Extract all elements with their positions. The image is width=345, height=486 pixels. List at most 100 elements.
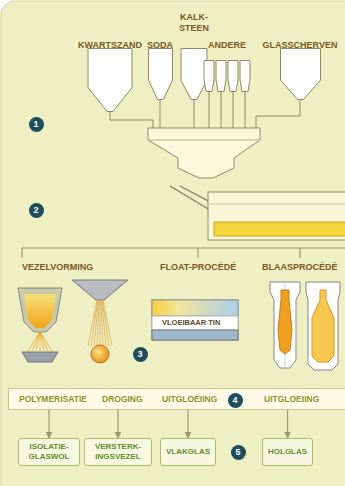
- illustration-part: [103, 300, 112, 346]
- illustration-part: [94, 300, 99, 346]
- illustration-part: [22, 247, 345, 248]
- product-box: VERSTERK- INGSVEZEL: [84, 438, 152, 466]
- callout-number: 4: [228, 393, 243, 408]
- blow-molds: [270, 282, 340, 370]
- mixer-hopper: [148, 128, 260, 178]
- illustration-part: [88, 300, 112, 346]
- illustration-part: [312, 290, 334, 362]
- molten-glass: [214, 222, 345, 236]
- product-label: VLAKGLAS: [166, 447, 210, 457]
- illustration-part: [100, 300, 101, 346]
- product-label: ISOLATIE- GLASWOL: [24, 442, 74, 462]
- silo-outline: [76, 48, 144, 114]
- step-label: UITGLOEIING: [264, 394, 319, 404]
- silo-shape: [216, 61, 226, 92]
- illustration-part: [256, 100, 300, 128]
- float-bath: [152, 300, 238, 340]
- batch-chute: [170, 186, 214, 210]
- silo-shape: [240, 61, 250, 92]
- illustration-part: [209, 92, 210, 128]
- silo: GLASSCHERVEN: [261, 34, 340, 100]
- product-box: VLAKGLAS: [160, 438, 216, 466]
- product-label: HOLGLAS: [268, 447, 307, 457]
- silo-shape: [280, 49, 320, 100]
- illustration-part: [160, 100, 161, 128]
- silo-shape: [181, 49, 207, 100]
- feed-lines: [110, 92, 300, 128]
- melting-furnace: [208, 192, 345, 240]
- distribution-line: [22, 248, 345, 258]
- illustration-part: [97, 300, 99, 346]
- illustration-part: [233, 92, 234, 128]
- flow-connector: [187, 410, 188, 438]
- illustration-part: [299, 248, 300, 258]
- illustration-part: [152, 300, 238, 340]
- product-label: VERSTERK- INGSVEZEL: [90, 442, 146, 462]
- step-label: POLYMERISATIE: [19, 394, 87, 404]
- flow-connector: [117, 410, 118, 438]
- material-label: GLASSCHERVEN: [263, 40, 338, 51]
- illustration-part: [110, 112, 153, 128]
- process-heading: FLOAT-PROCÉDÉ: [160, 262, 236, 272]
- illustration-part: [28, 332, 52, 351]
- product-box: ISOLATIE- GLASWOL: [18, 438, 80, 466]
- silo-group: ANDERE: [200, 34, 254, 92]
- illustration-part: [194, 100, 195, 128]
- silo-outline: [200, 60, 254, 94]
- illustration-part: [18, 288, 62, 332]
- illustration-part: [91, 300, 98, 346]
- silo-outline: [145, 48, 176, 102]
- illustration-part: [245, 92, 246, 128]
- flow-connector: [48, 410, 49, 438]
- process-heading: VEZELVORMING: [22, 262, 93, 272]
- illustration-part: [91, 345, 109, 363]
- illustration-part: [306, 282, 340, 370]
- step-label: DROGING: [102, 394, 143, 404]
- illustration-part: [170, 186, 210, 210]
- material-label: SODA: [147, 40, 173, 51]
- illustration-part: [40, 332, 52, 351]
- flow-connector: [287, 410, 288, 438]
- illustration-part: [152, 330, 238, 340]
- silo-shape: [228, 61, 238, 92]
- illustration-part: [152, 300, 238, 316]
- step-label: UITGLOEIING: [162, 394, 217, 404]
- illustration-part: [28, 332, 40, 351]
- fiber-crucible: [18, 288, 62, 362]
- illustration-part: [22, 352, 58, 362]
- material-label: KWARTSZAND: [78, 40, 142, 51]
- illustration-part: [270, 282, 300, 368]
- fiber-spinner: [72, 280, 128, 363]
- silo: KWARTSZAND: [76, 34, 144, 112]
- callout-number: 5: [231, 445, 246, 460]
- silo-shape: [88, 49, 132, 112]
- illustration-part: [221, 92, 222, 128]
- illustration-part: [49, 410, 288, 438]
- illustration-part: [32, 332, 40, 351]
- silo-shape: [204, 61, 214, 92]
- material-label: ANDERE: [208, 40, 246, 51]
- illustration-part: [197, 248, 198, 258]
- silo-outline: [261, 48, 340, 102]
- part-label: VLOEIBAAR TIN: [162, 318, 220, 327]
- illustration-part: [24, 294, 56, 328]
- process-band: POLYMERISATIE DROGING UITGLOEIING UITGLOEII…: [8, 388, 345, 410]
- illustration-part: [88, 300, 97, 346]
- callout-number: 3: [133, 347, 148, 362]
- illustration-part: [278, 290, 292, 354]
- illustration-part: [40, 332, 48, 351]
- furnace-line: [208, 204, 345, 205]
- mixer-line: [148, 140, 260, 141]
- material-label: KALK- STEEN: [175, 12, 213, 34]
- product-box: HOLGLAS: [262, 438, 313, 466]
- illustration-part: [36, 332, 40, 351]
- process-heading: BLAASPROCÉDÉ: [262, 262, 338, 272]
- illustration-part: [152, 316, 238, 330]
- illustration-part: [21, 248, 22, 258]
- silo: SODA: [145, 34, 176, 100]
- illustration-part: [102, 300, 109, 346]
- illustration-part: [72, 280, 128, 300]
- callout-number: 2: [29, 203, 44, 218]
- callout-number: 1: [29, 117, 44, 132]
